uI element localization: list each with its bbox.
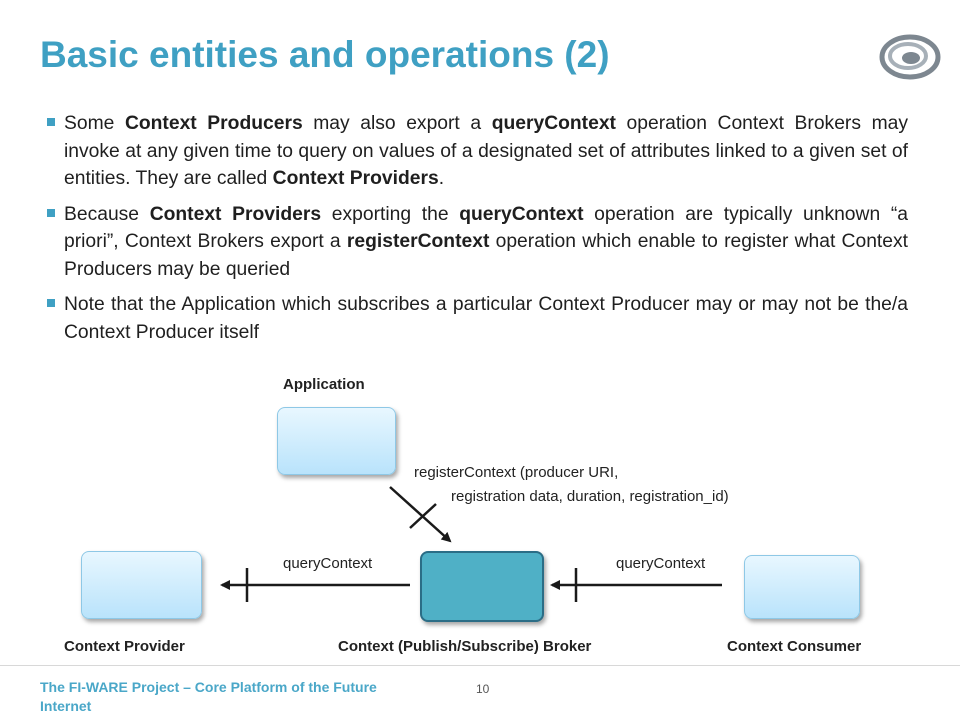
page-number: 10 <box>476 682 490 696</box>
context-provider-label: Context Provider <box>64 638 185 655</box>
context-broker-label: Context (Publish/Subscribe) Broker <box>338 638 592 655</box>
register-context-label-line1: registerContext (producer URI, <box>414 464 619 481</box>
bullet-text: Because <box>64 203 150 225</box>
bullet-bold-text: Context Producers <box>124 113 303 134</box>
bullet-text: Some <box>64 113 125 134</box>
query-context-arrow-right <box>550 568 722 602</box>
bullet-bold-text: Context Providers <box>272 168 439 189</box>
bullet-item: Because Context Providers exporting the … <box>46 201 908 284</box>
bullet-item: Some Context Producers may also export a… <box>46 110 908 193</box>
logo-icon <box>879 34 941 80</box>
register-context-label-line2: registration data, duration, registratio… <box>451 488 729 505</box>
bullet-text: exporting the <box>321 203 460 225</box>
bullet-item: Note that the Application which subscrib… <box>46 291 908 346</box>
context-consumer-box <box>744 555 860 619</box>
bullet-text: operation are typically unknown “a prior… <box>64 203 908 253</box>
bullet-bold-text: queryContext <box>491 113 616 134</box>
bullet-bold-text: Context Providers <box>149 203 322 225</box>
context-consumer-label: Context Consumer <box>727 638 862 655</box>
bullet-text: . <box>438 168 445 189</box>
application-label: Application <box>283 376 365 393</box>
bullet-text: operation Context Brokers may invoke at … <box>64 113 908 189</box>
bullet-bold-text: queryContext <box>459 203 584 225</box>
bullet-square-icon <box>47 118 55 126</box>
context-provider-box <box>81 551 202 619</box>
footer-divider <box>0 665 960 666</box>
bullet-list: Some Context Producers may also export a… <box>46 110 908 354</box>
register-context-arrow <box>389 486 452 543</box>
bullet-square-icon <box>47 208 55 217</box>
slide-title: Basic entities and operations (2) <box>40 34 610 75</box>
query-context-label-right: queryContext <box>616 555 706 572</box>
bullet-bold-text: registerContext <box>346 231 490 252</box>
context-broker-box <box>420 551 544 622</box>
bullet-text: Note that the Application which subscrib… <box>64 294 908 343</box>
query-context-arrow-left <box>220 568 410 602</box>
bullet-text: may also export a <box>302 113 492 134</box>
footer-project-name: The FI-WARE Project – Core Platform of t… <box>40 679 377 714</box>
application-box <box>277 407 396 475</box>
bullet-text: operation which enable to register what … <box>64 231 908 280</box>
bullet-square-icon <box>47 299 55 307</box>
query-context-label-left: queryContext <box>283 555 373 572</box>
